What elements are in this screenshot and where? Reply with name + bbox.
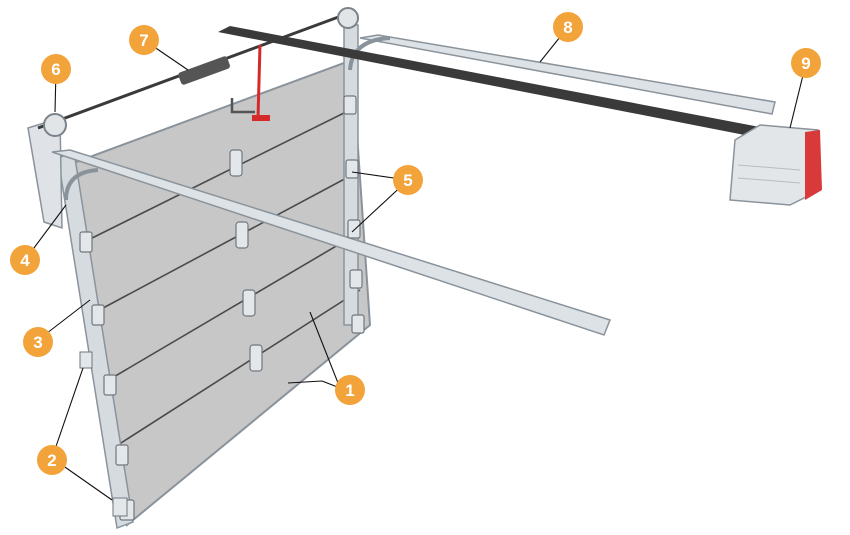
callout-badge-circle (23, 327, 53, 357)
right-track-curve (348, 36, 391, 71)
wall-bracket-upper (79, 351, 93, 369)
callout-number: 6 (51, 60, 60, 79)
garage-door-opener (729, 124, 822, 206)
callout-1: 1 (335, 375, 365, 405)
left-cable-drum (43, 113, 67, 137)
callout-number: 4 (20, 251, 30, 270)
callout-5: 5 (393, 165, 423, 195)
left-horizontal-track (51, 149, 611, 336)
callout-number: 8 (563, 18, 572, 37)
callout-9: 9 (791, 48, 821, 78)
callout-badges: 1 2 3 4 5 6 7 8 9 (10, 12, 821, 475)
callout-badge-circle (129, 25, 159, 55)
callout-number: 9 (801, 54, 810, 73)
door-arm (230, 98, 255, 114)
left-track-curve (64, 168, 99, 201)
release-handle (252, 115, 270, 121)
callout-2: 2 (37, 445, 67, 475)
callout-badge-circle (393, 165, 423, 195)
callout-number: 1 (345, 381, 354, 400)
callout-7: 7 (129, 25, 159, 55)
callout-number: 3 (33, 333, 42, 352)
callout-3: 3 (23, 327, 53, 357)
panel-hinges (229, 149, 263, 372)
right-roller-brackets (343, 95, 365, 334)
callout-number: 2 (47, 451, 56, 470)
callout-number: 5 (403, 171, 412, 190)
callout-6: 6 (41, 54, 71, 84)
callout-badge-circle (335, 375, 365, 405)
panel-section-lines (77, 109, 361, 451)
opener-rail (218, 26, 765, 138)
torsion-spring (178, 56, 230, 85)
release-cord (256, 44, 262, 119)
callout-4: 4 (10, 245, 40, 275)
right-horizontal-track (359, 34, 776, 115)
callout-badge-circle (10, 245, 40, 275)
callout-number: 7 (139, 31, 148, 50)
callout-badge-circle (791, 48, 821, 78)
callout-badge-circle (553, 12, 583, 42)
callout-badge-circle (41, 54, 71, 84)
callout-8: 8 (553, 12, 583, 42)
right-cable-drum (337, 7, 359, 29)
callout-badge-circle (37, 445, 67, 475)
wall-bracket-lower (112, 497, 128, 517)
